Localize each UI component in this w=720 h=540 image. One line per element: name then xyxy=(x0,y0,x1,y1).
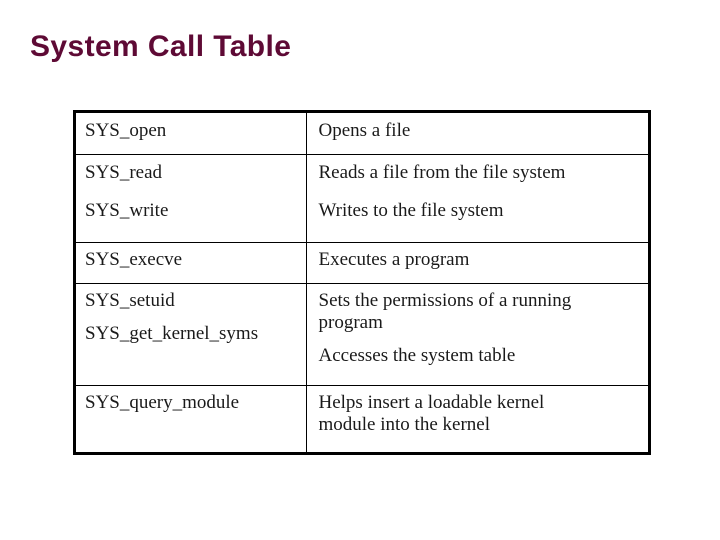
syscall-name-cell: SYS_open xyxy=(76,113,307,156)
syscall-description: Reads a file from the file system xyxy=(307,155,649,193)
syscall-description-line: Reads a file from the file system xyxy=(318,162,566,184)
syscall-description: Executes a program xyxy=(307,243,649,278)
syscall-name: SYS_open xyxy=(85,120,167,141)
syscall-name-cell: SYS_query_module xyxy=(76,385,307,452)
syscall-name: SYS_write xyxy=(85,200,169,222)
syscall-description-line: Executes a program xyxy=(318,249,470,271)
table-row: SYS_query_module Helps insert a loadable … xyxy=(76,385,648,452)
syscall-description-cell: Opens a file xyxy=(306,113,649,156)
syscall-name: SYS_read xyxy=(85,162,163,184)
syscall-name: SYS_execve xyxy=(85,249,183,271)
syscall-description-line: Sets the permissions of a running xyxy=(318,290,572,312)
syscall-description-cell: Executes a program xyxy=(306,242,649,285)
syscall-name-list: SYS_query_module xyxy=(76,386,306,422)
table-row: SYS_open Opens a file xyxy=(76,113,649,156)
syscall-name-cell: SYS_execve xyxy=(76,242,307,285)
syscall-description-line: Accesses the system table xyxy=(318,345,516,367)
table-row: SYS_execve Executes a program xyxy=(76,242,649,285)
syscall-description-list: Opens a file xyxy=(307,113,649,149)
syscall-name: SYS_get_kernel_syms xyxy=(85,323,259,345)
syscall-description-line: Opens a file xyxy=(318,120,411,141)
page-title: System Call Table xyxy=(30,30,292,63)
syscall-name-list: SYS_open xyxy=(76,113,306,149)
syscall-description-list: Executes a program xyxy=(307,243,649,278)
syscall-description: Opens a file xyxy=(307,113,649,149)
syscall-description-line: Writes to the file system xyxy=(318,200,504,222)
syscall-description-line: Helps insert a loadable kernel xyxy=(318,391,545,413)
syscall-name-list: SYS_execve xyxy=(76,243,306,278)
syscall-description-line: module into the kernel xyxy=(318,413,490,435)
syscall-name: SYS_query_module xyxy=(85,391,240,413)
syscall-description: Accesses the system table xyxy=(307,339,649,372)
syscall-description-line: program xyxy=(318,312,383,334)
syscall-name: SYS_setuid xyxy=(85,290,175,312)
syscall-description: Writes to the file system xyxy=(307,193,649,231)
